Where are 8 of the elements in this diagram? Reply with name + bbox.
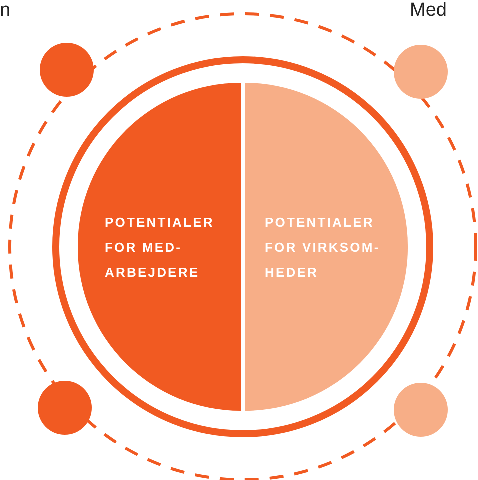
heading: POTENTIALER FOR VIRKSOM- HEDER [265, 214, 382, 282]
text-fragment: Med [410, 0, 447, 22]
circle [40, 43, 94, 97]
circle [394, 45, 448, 99]
text-fragment: n [0, 0, 11, 22]
circle [38, 381, 92, 435]
circle [394, 383, 448, 437]
heading: POTENTIALER FOR MED- ARBEJDERE [105, 214, 216, 282]
